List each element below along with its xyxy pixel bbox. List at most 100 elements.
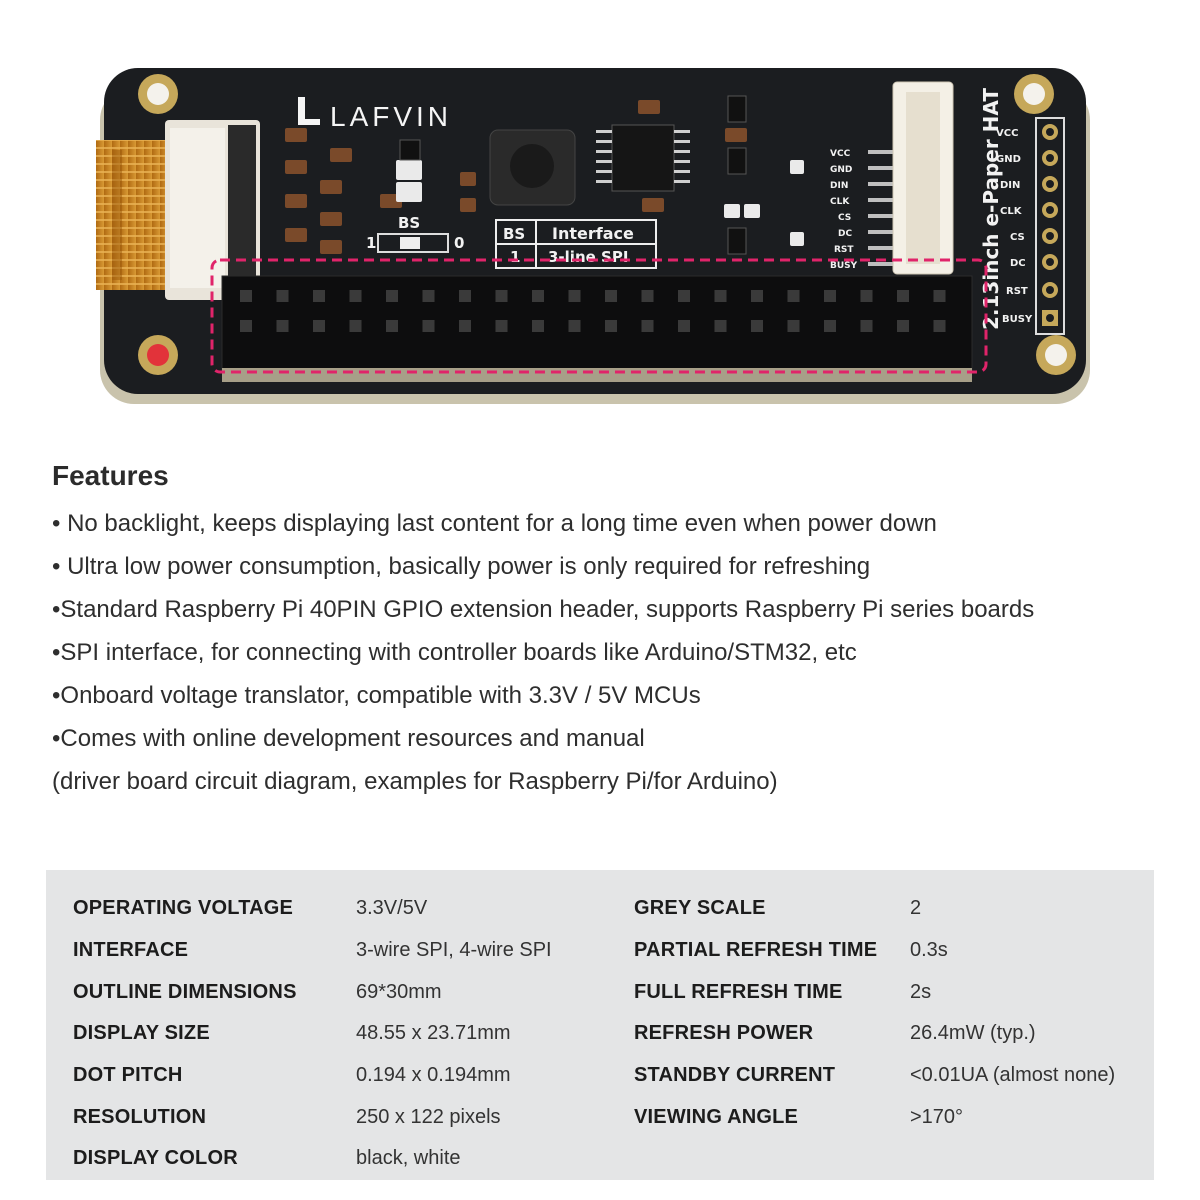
- spec-value: 250 x 122 pixels: [356, 1105, 501, 1128]
- specs-right-column: GREY SCALE 2 PARTIAL REFRESH TIME 0.3s FUL…: [634, 888, 1115, 1138]
- feature-item: •Onboard voltage translator, compatible …: [52, 682, 701, 709]
- feature-item: • No backlight, keeps displaying last co…: [52, 510, 937, 537]
- mounting-holes: [138, 74, 1076, 375]
- header-pin-socket: [495, 290, 508, 302]
- svg-text:CLK: CLK: [830, 197, 850, 207]
- header-pin-socket: [641, 290, 654, 302]
- spec-key: FULL REFRESH TIME: [634, 980, 843, 1003]
- spec-key: OUTLINE DIMENSIONS: [73, 980, 297, 1003]
- header-pin-socket: [276, 290, 289, 302]
- svg-text:DC: DC: [838, 229, 852, 239]
- spec-key: DOT PITCH: [73, 1064, 183, 1087]
- header-pin-socket: [313, 290, 325, 302]
- spec-value: 0.3s: [910, 939, 948, 962]
- svg-text:CS: CS: [838, 213, 851, 223]
- jst-pin-labels: VCC GND DIN CLK CS DC RST BUSY: [830, 149, 858, 271]
- header-pin-socket: [532, 320, 544, 332]
- brand-text: LAFVIN: [330, 101, 452, 132]
- bs-table: BS Interface 1 3-line SPI: [495, 219, 657, 269]
- header-pin-socket: [605, 320, 617, 332]
- header-pin-socket: [422, 320, 435, 332]
- spec-key: GREY SCALE: [634, 897, 766, 920]
- bs-zero: 0: [454, 234, 464, 252]
- header-pin-socket: [751, 290, 763, 302]
- spec-value: >170°: [910, 1105, 964, 1128]
- svg-text:DIN: DIN: [830, 181, 848, 191]
- gpio-40pin-header: [221, 275, 973, 382]
- svg-text:CS: CS: [1010, 232, 1025, 243]
- features-section: Features • No backlight, keeps displayin…: [52, 460, 1172, 803]
- header-pin-socket: [386, 290, 398, 302]
- svg-text:DIN: DIN: [1000, 180, 1020, 191]
- header-pin-socket: [714, 290, 727, 302]
- bs-label: BS: [398, 214, 420, 232]
- spec-row: VIEWING ANGLE>170°: [634, 1096, 1115, 1138]
- spec-key: REFRESH POWER: [634, 1022, 814, 1045]
- header-pin-socket: [459, 320, 471, 332]
- spec-value: <0.01UA (almost none): [910, 1064, 1116, 1087]
- header-pin-socket: [459, 290, 471, 302]
- feature-item: (driver board circuit diagram, examples …: [52, 768, 778, 795]
- svg-text:BUSY: BUSY: [1002, 314, 1033, 325]
- svg-text:BS: BS: [503, 225, 525, 243]
- spec-key: INTERFACE: [73, 939, 189, 962]
- features-list: • No backlight, keeps displaying last co…: [52, 502, 1172, 803]
- svg-text:VCC: VCC: [996, 128, 1018, 139]
- side-pin-labels: VCC GND DIN CLK CS DC RST BUSY: [996, 128, 1033, 325]
- spec-key: STANDBY CURRENT: [634, 1064, 836, 1087]
- spec-value: black, white: [356, 1147, 461, 1170]
- header-pin-socket: [641, 320, 654, 332]
- spec-key: RESOLUTION: [73, 1105, 207, 1128]
- hat-label: 2.13inch e-Paper HAT: [979, 88, 1003, 330]
- header-pin-socket: [860, 290, 873, 302]
- spec-value: 2s: [910, 980, 932, 1003]
- svg-text:GND: GND: [830, 165, 852, 175]
- svg-text:DC: DC: [1010, 258, 1026, 269]
- svg-text:RST: RST: [834, 245, 854, 255]
- svg-text:VCC: VCC: [830, 149, 851, 159]
- svg-text:BUSY: BUSY: [830, 261, 858, 271]
- spec-key: DISPLAY SIZE: [73, 1022, 210, 1045]
- svg-text:GND: GND: [996, 154, 1021, 165]
- svg-text:1: 1: [510, 248, 520, 266]
- spec-row: FULL REFRESH TIME 2s: [634, 971, 1115, 1013]
- spec-value: 3-wire SPI, 4-wire SPI: [356, 939, 552, 962]
- feature-item: •Comes with online development resources…: [52, 725, 645, 752]
- spec-row: RESOLUTION 250 x 122 pixels: [73, 1096, 552, 1138]
- header-pin-socket: [787, 320, 800, 332]
- header-pin-socket: [678, 320, 690, 332]
- header-pin-socket: [349, 290, 362, 302]
- header-pin-socket: [605, 290, 617, 302]
- header-pin-socket: [751, 320, 763, 332]
- header-pin-socket: [897, 290, 909, 302]
- header-pin-socket: [897, 320, 909, 332]
- spec-row: REFRESH POWER 26.4mW (typ.): [634, 1013, 1115, 1055]
- header-pin-socket: [349, 320, 362, 332]
- highlight-region: [210, 258, 988, 374]
- spec-value: 26.4mW (typ.): [910, 1022, 1036, 1045]
- header-pin-socket: [532, 290, 544, 302]
- spec-row: DOT PITCH 0.194 x 0.194mm: [73, 1055, 552, 1097]
- spec-row: STANDBY CURRENT <0.01UA (almost none): [634, 1055, 1115, 1097]
- header-pin-socket: [678, 290, 690, 302]
- svg-text:3-line SPI: 3-line SPI: [548, 248, 628, 266]
- header-pin-socket: [240, 320, 252, 332]
- header-pin-socket: [313, 320, 325, 332]
- header-pin-socket: [568, 290, 581, 302]
- spec-value: 2: [910, 897, 922, 920]
- spec-value: 3.3V/5V: [356, 897, 428, 920]
- svg-text:RST: RST: [1006, 286, 1028, 297]
- header-pin-socket: [568, 320, 581, 332]
- header-pin-socket: [240, 290, 252, 302]
- spec-key: PARTIAL REFRESH TIME: [634, 939, 878, 962]
- spec-value: 0.194 x 0.194mm: [356, 1064, 511, 1087]
- spec-row: GREY SCALE 2: [634, 888, 1115, 930]
- header-pin-socket: [386, 320, 398, 332]
- svg-text:CLK: CLK: [1000, 206, 1023, 217]
- brand-logo: LAFVIN: [298, 97, 452, 132]
